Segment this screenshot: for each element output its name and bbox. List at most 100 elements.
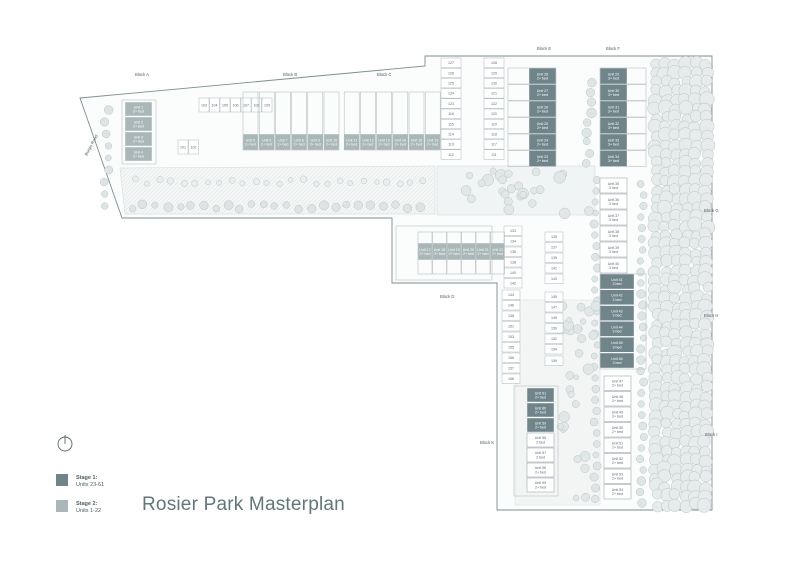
terrace-outline — [599, 84, 647, 101]
parking-117: 117 — [483, 139, 505, 150]
svg-text:2+ bed: 2+ bed — [395, 143, 406, 147]
unit-6: Unit 62+ bed — [259, 133, 275, 151]
unit-34: Unit 343+ bed — [599, 150, 628, 167]
parking-141: 141 — [544, 263, 564, 274]
tree-icon — [702, 281, 714, 293]
unit-41: Unit 413 bed — [599, 273, 635, 290]
svg-text:105: 105 — [222, 103, 228, 107]
svg-text:2+ bed: 2+ bed — [537, 77, 548, 81]
tree-icon — [589, 219, 599, 229]
parking-159: 159 — [544, 355, 564, 366]
svg-text:Unit 39: Unit 39 — [608, 246, 619, 250]
svg-text:2+ bed: 2+ bed — [537, 110, 548, 114]
terrace-outline — [599, 273, 647, 370]
block-f-label: Block F — [606, 46, 620, 51]
svg-text:130: 130 — [491, 81, 497, 85]
terrace-outline — [599, 150, 647, 167]
svg-text:Unit 30: Unit 30 — [608, 89, 619, 93]
terrace-outline — [599, 100, 647, 118]
parking-107: 107 — [240, 97, 252, 113]
tree-icon — [223, 200, 234, 211]
svg-text:2+ bed: 2+ bed — [379, 143, 390, 147]
tree-icon — [460, 185, 472, 196]
svg-text:Unit 31: Unit 31 — [608, 105, 619, 109]
svg-text:109: 109 — [264, 103, 270, 107]
parking-134: 134 — [503, 236, 523, 247]
parking-105: 105 — [219, 97, 231, 113]
unit-1: Unit 12+ bed — [124, 101, 153, 117]
svg-text:Unit 47: Unit 47 — [612, 379, 623, 383]
svg-text:147: 147 — [551, 306, 557, 310]
terrace-outline — [307, 91, 324, 151]
unit-17: Unit 172+ bed — [417, 242, 433, 261]
svg-text:119: 119 — [491, 122, 497, 126]
svg-text:128: 128 — [491, 61, 497, 65]
svg-text:Unit 49: Unit 49 — [612, 410, 623, 414]
parking-135: 135 — [544, 231, 564, 242]
tree-icon — [585, 149, 595, 158]
tree-icon — [313, 180, 320, 187]
terrace-outline — [513, 385, 559, 497]
tree-icon — [365, 200, 376, 210]
tree-icon — [263, 180, 270, 186]
parking-147: 147 — [544, 302, 564, 313]
svg-text:2+ bed: 2+ bed — [535, 396, 546, 400]
svg-text:115: 115 — [448, 122, 454, 126]
tree-icon — [324, 180, 331, 187]
tree-icon — [636, 267, 645, 277]
tree-icon — [129, 205, 137, 213]
terrace-outline — [121, 99, 157, 165]
unit-11: Unit 112+ bed — [344, 133, 360, 151]
tree-icon — [647, 219, 661, 233]
unit-61: Unit 612+ bed — [526, 387, 555, 403]
parking-114: 114 — [440, 129, 462, 140]
tree-icon — [104, 105, 114, 115]
svg-text:2+ bed: 2+ bed — [535, 426, 546, 430]
tree-icon — [558, 411, 570, 423]
tree-icon — [104, 142, 112, 150]
tree-icon — [636, 476, 646, 486]
tree-icon — [660, 417, 672, 429]
tree-icon — [270, 202, 278, 210]
tree-icon — [700, 74, 713, 87]
terrace-outline — [392, 91, 409, 151]
tree-icon — [593, 341, 601, 349]
tree-icon — [577, 334, 586, 343]
svg-text:2+ bed: 2+ bed — [463, 252, 474, 256]
tree-icon — [415, 202, 426, 213]
svg-text:154: 154 — [551, 348, 557, 352]
svg-text:Unit 26: Unit 26 — [537, 105, 548, 109]
svg-text:Unit 35: Unit 35 — [608, 182, 619, 186]
svg-text:2+ bed: 2+ bed — [448, 252, 459, 256]
block-g-label: Block G — [704, 208, 719, 213]
tree-icon — [638, 322, 648, 332]
svg-text:108: 108 — [254, 103, 260, 107]
svg-text:Unit 5: Unit 5 — [246, 138, 255, 142]
parking-115: 115 — [440, 118, 462, 129]
unit-51: Unit 512+ bed — [603, 437, 632, 453]
tree-icon — [489, 167, 497, 175]
parking-128: 128 — [483, 57, 505, 68]
svg-text:Unit 6: Unit 6 — [262, 138, 271, 142]
parking-133: 133 — [503, 225, 523, 236]
tree-icon — [360, 177, 368, 185]
parking-125: 125 — [440, 78, 462, 89]
svg-text:111: 111 — [491, 153, 496, 157]
tree-icon — [565, 371, 575, 380]
parking-152: 152 — [544, 333, 564, 344]
tree-icon — [528, 199, 537, 208]
svg-text:122: 122 — [491, 102, 497, 106]
tree-icon — [669, 427, 682, 440]
svg-text:152: 152 — [551, 337, 557, 341]
svg-text:Unit 54: Unit 54 — [612, 488, 623, 492]
svg-text:3 bed: 3 bed — [536, 440, 545, 444]
tree-icon — [331, 202, 341, 212]
unit-14: Unit 142+ bed — [392, 133, 408, 151]
tree-icon — [572, 324, 583, 334]
svg-text:2+ bed: 2+ bed — [411, 143, 422, 147]
tree-icon — [590, 300, 601, 312]
stage-2-units: Units 1-22 — [76, 508, 102, 514]
svg-text:2+ bed: 2+ bed — [535, 485, 546, 489]
